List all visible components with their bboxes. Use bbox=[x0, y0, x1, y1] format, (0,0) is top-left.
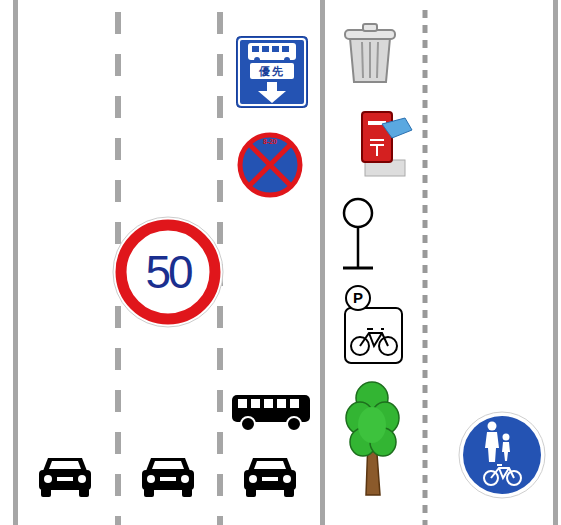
no-parking-cross bbox=[250, 145, 290, 185]
sign-text: P bbox=[346, 289, 370, 307]
bicycle-symbol bbox=[351, 329, 397, 355]
bus-stop-sign bbox=[343, 199, 373, 268]
speed-limit-sign: 50 bbox=[112, 216, 224, 328]
no-parking-sign: 8-20 bbox=[237, 132, 303, 198]
lane-edge bbox=[320, 0, 325, 525]
bus-lane-sign: 優先 bbox=[236, 36, 308, 108]
bus-lane-symbol bbox=[248, 43, 296, 103]
lane-lines bbox=[13, 0, 558, 525]
sign-text: 8-20 bbox=[237, 138, 303, 146]
bike-lane-divider bbox=[423, 10, 428, 525]
car-icon bbox=[244, 458, 296, 497]
bus-icon bbox=[232, 395, 310, 431]
sign-text: 50 bbox=[112, 249, 224, 295]
parking-disc bbox=[346, 286, 370, 310]
post-box bbox=[362, 112, 412, 176]
car-icon bbox=[142, 458, 194, 497]
lane-edge bbox=[13, 0, 18, 525]
tree bbox=[346, 382, 399, 495]
bicycle-parking-sign: P bbox=[344, 284, 404, 364]
cars bbox=[39, 458, 296, 497]
lane-edge bbox=[553, 0, 558, 525]
sign-plate bbox=[345, 308, 402, 363]
trash-can bbox=[345, 24, 395, 82]
sign-text: 優先 bbox=[236, 64, 308, 78]
car-icon bbox=[39, 458, 91, 497]
bike-pedestrian-sign bbox=[459, 412, 545, 498]
sign-plate bbox=[237, 37, 308, 108]
sign-rim bbox=[113, 217, 223, 327]
